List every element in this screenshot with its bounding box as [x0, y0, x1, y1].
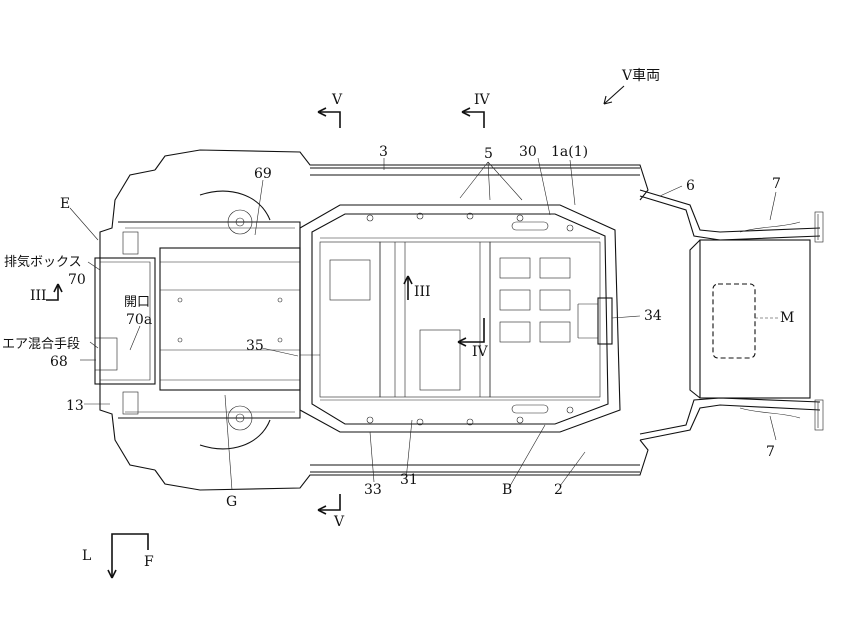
- leader-lines: [69, 157, 777, 491]
- label-7-bottom: 7: [766, 444, 775, 460]
- direction-axis: [107, 533, 149, 579]
- label-33: 33: [364, 482, 382, 498]
- section-marker-iv-top: [461, 107, 485, 128]
- motor-outline: [712, 283, 756, 359]
- label-2: 2: [554, 482, 563, 498]
- rear-frame: [639, 189, 824, 441]
- label-section-v-bottom: V: [333, 514, 345, 530]
- label-7-top: 7: [772, 176, 781, 192]
- label-35: 35: [246, 338, 264, 354]
- label-30: 30: [519, 144, 537, 160]
- label-L: L: [82, 548, 91, 564]
- label-E: E: [60, 196, 70, 212]
- label-1a: 1a(1): [551, 144, 588, 160]
- label-31: 31: [400, 472, 418, 488]
- section-marker-v-top: [317, 107, 341, 128]
- label-exhaust-box: 排気ボックス: [4, 254, 82, 270]
- label-5: 5: [484, 146, 493, 162]
- label-section-iv-center: IV: [472, 344, 489, 360]
- vehicle-body: [94, 149, 649, 491]
- battery-frame: [299, 204, 621, 433]
- label-opening: 開口: [124, 295, 150, 310]
- section-marker-iii-left: [46, 283, 63, 301]
- label-69: 69: [254, 166, 272, 182]
- label-section-iv-top: IV: [474, 92, 491, 108]
- label-13: 13: [66, 398, 84, 414]
- label-3: 3: [379, 144, 388, 160]
- label-vehicle: V車両: [621, 67, 660, 84]
- label-70a: 70a: [126, 312, 152, 328]
- label-34: 34: [644, 308, 662, 324]
- label-F: F: [144, 554, 154, 570]
- label-70: 70: [68, 272, 86, 288]
- label-B: B: [502, 482, 512, 498]
- label-68: 68: [50, 354, 68, 370]
- section-marker-iv-center: [457, 318, 485, 347]
- label-air-mixing: エア混合手段: [2, 337, 80, 352]
- label-section-iii-center: III: [414, 284, 431, 300]
- label-M: M: [780, 310, 794, 326]
- label-section-v-top: V: [331, 92, 343, 108]
- vehicle-arrow: [603, 85, 625, 105]
- section-marker-iii-center: [403, 275, 413, 300]
- section-marker-v-bottom: [317, 494, 341, 515]
- label-section-iii-left: III: [30, 288, 47, 304]
- label-G: G: [226, 494, 237, 510]
- label-6: 6: [686, 178, 695, 194]
